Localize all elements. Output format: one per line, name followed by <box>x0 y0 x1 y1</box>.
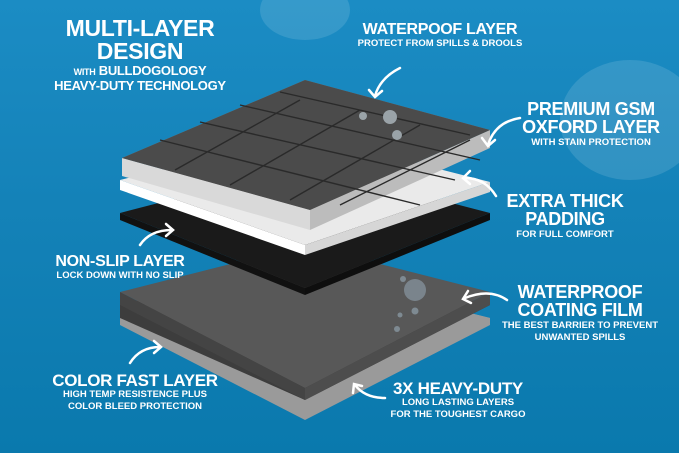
headline-title: MULTI-LAYER DESIGN <box>65 15 215 65</box>
callout-arrows <box>128 66 522 400</box>
callout-non-slip: NON-SLIP LAYER LOCK DOWN WITH NO SLIP <box>55 253 185 282</box>
callout-waterproof-film: WATERPROOF COATING FILM THE BEST BARRIER… <box>501 282 659 343</box>
bottom-layer <box>120 245 490 420</box>
arrow-icon <box>480 136 497 148</box>
arrow-icon <box>138 228 174 247</box>
callout-color-fast: COLOR FAST LAYER HIGH TEMP RESISTENCE PL… <box>52 371 218 413</box>
top-oxford-layer <box>122 80 490 230</box>
arrow-icon <box>367 88 384 99</box>
background-splatter <box>560 60 679 180</box>
arrow-icon <box>463 176 498 198</box>
callout-extra-thick: EXTRA THICK PADDING FOR FULL COMFORT <box>506 191 624 240</box>
arrow-icon <box>152 339 163 355</box>
callout-heavy-duty: 3X HEAVY-DUTY LONG LASTING LAYERS FOR TH… <box>390 379 526 421</box>
arrow-icon <box>351 382 364 395</box>
arrow-icon <box>461 289 473 305</box>
headline-sub1: WITH BULLDOGOLOGY <box>73 62 207 78</box>
arrow-icon <box>353 383 387 400</box>
headline: MULTI-LAYER DESIGN WITH BULLDOGOLOGY HEA… <box>20 15 260 94</box>
arrow-icon <box>164 222 175 238</box>
headline-sub2: HEAVY-DUTY TECHNOLOGY <box>54 77 226 93</box>
callout-premium-gsm: PREMIUM GSM OXFORD LAYER WITH STAIN PROT… <box>522 99 660 148</box>
callout-waterproof-layer: WATERPOOF LAYER PROTECT FROM SPILLS & DR… <box>357 21 523 50</box>
arrow-icon <box>373 66 402 98</box>
arrow-icon <box>463 292 509 302</box>
arrow-icon <box>486 116 522 147</box>
arrow-icon <box>128 345 162 365</box>
arrow-icon <box>461 169 472 186</box>
